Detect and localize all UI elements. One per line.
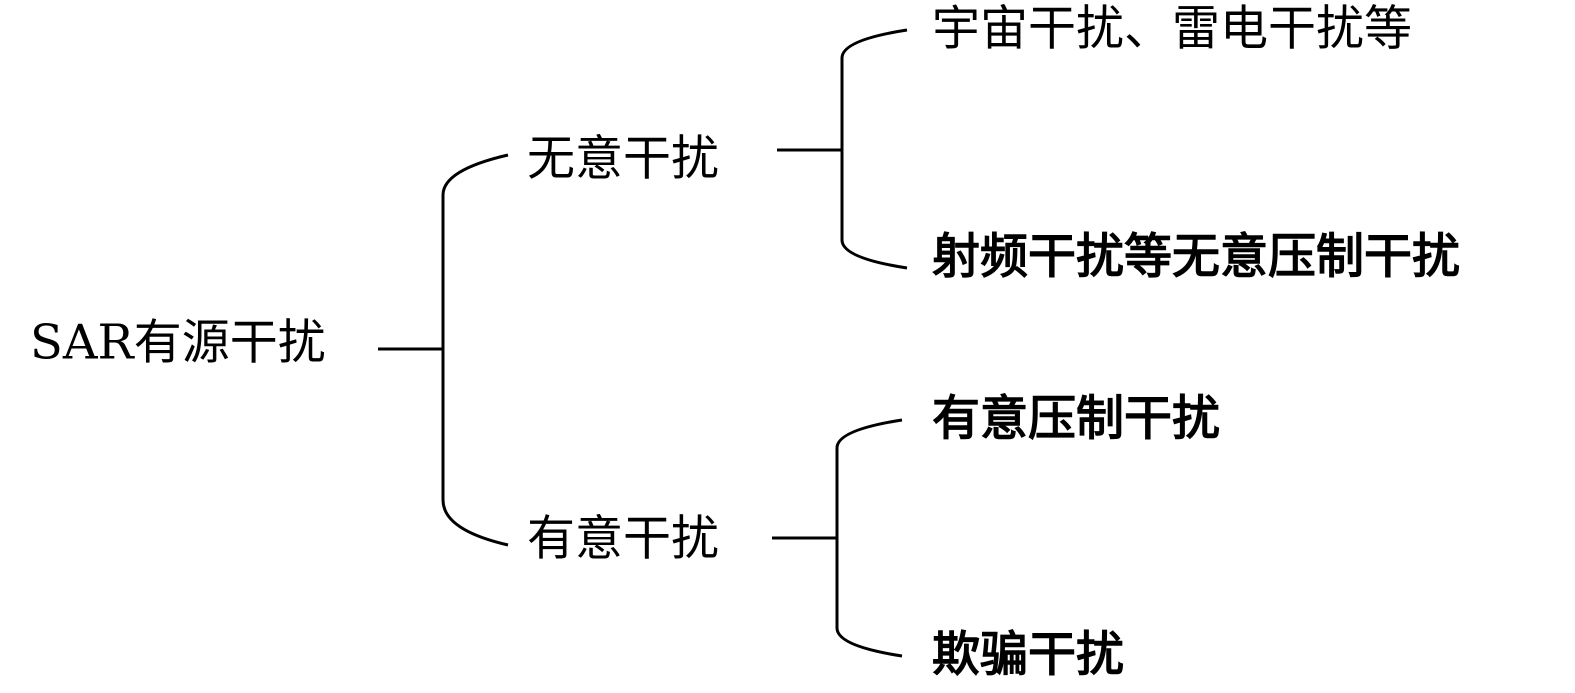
rf-unintentional-suppression-label: 射频干扰等无意压制干扰 xyxy=(932,229,1460,285)
root-node-label: SAR有源干扰 xyxy=(30,315,326,371)
intentional-interference-label: 有意干扰 xyxy=(527,511,719,567)
cosmic-lightning-interference-label: 宇宙干扰、雷电干扰等 xyxy=(932,1,1412,57)
root-bracket xyxy=(378,153,509,547)
deception-interference-label: 欺骗干扰 xyxy=(932,627,1124,683)
unintentional-bracket xyxy=(777,28,908,270)
intentional-suppression-label: 有意压制干扰 xyxy=(932,391,1220,447)
intentional-bracket xyxy=(772,418,903,658)
unintentional-interference-label: 无意干扰 xyxy=(527,131,719,187)
